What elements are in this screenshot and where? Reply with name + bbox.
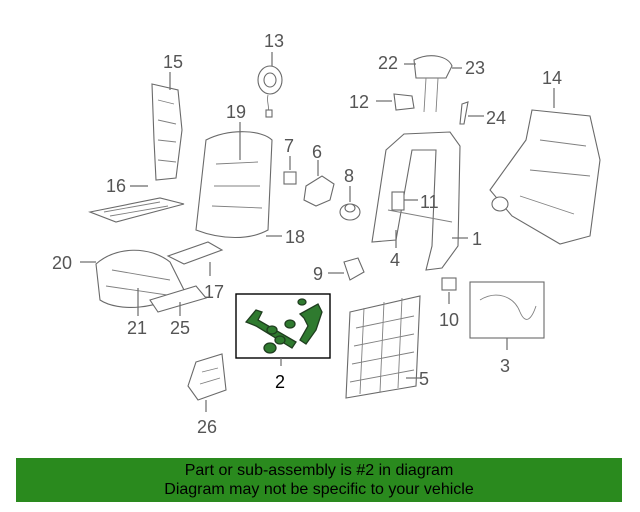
callout-5: 5: [419, 369, 429, 389]
part-2-assembly: [235, 293, 331, 366]
callout-9: 9: [313, 264, 323, 284]
callout-11: 11: [420, 192, 439, 212]
callout-25: 25: [170, 318, 190, 338]
callout-2: 2: [275, 372, 285, 392]
callout-20: 20: [52, 253, 72, 273]
part-8-drawing: [339, 186, 361, 221]
callout-6: 6: [312, 142, 322, 162]
callout-24: 24: [486, 108, 506, 128]
part-24-drawing: [459, 101, 484, 125]
callout-14: 14: [542, 68, 562, 88]
part-19-drawing: [195, 122, 273, 238]
part-16-drawing: [88, 185, 185, 223]
callout-16: 16: [106, 176, 126, 196]
banner-line-2: Diagram may not be specific to your vehi…: [164, 481, 474, 498]
info-banner: Part or sub-assembly is #2 in diagram Di…: [16, 458, 622, 502]
callout-8: 8: [344, 166, 354, 186]
part-5-drawing: [345, 295, 421, 399]
callout-21: 21: [127, 318, 147, 338]
callout-17: 17: [204, 282, 224, 302]
callout-18: 18: [285, 227, 305, 247]
part-14-drawing: [489, 88, 601, 245]
part-15-drawing: [151, 72, 183, 181]
callout-12: 12: [349, 92, 369, 112]
callout-7: 7: [284, 136, 294, 156]
callout-22: 22: [378, 53, 398, 73]
part-20-drawing: [80, 249, 185, 308]
callout-15: 15: [163, 52, 183, 72]
part-10-drawing: [441, 277, 457, 304]
callout-23: 23: [465, 58, 485, 78]
part-22-23-drawing: [404, 55, 462, 113]
part-6-drawing: [303, 160, 335, 207]
callout-26: 26: [197, 417, 217, 437]
callout-3: 3: [500, 356, 510, 376]
callout-1: 1: [472, 229, 482, 249]
part-11-drawing: [391, 191, 418, 211]
part-7-drawing: [283, 156, 297, 185]
part-17-drawing: [166, 241, 224, 276]
part-26-drawing: [187, 353, 227, 412]
part-9-drawing: [328, 257, 365, 281]
callout-4: 4: [390, 250, 400, 270]
callout-13: 13: [264, 31, 284, 51]
part-3-drawing: [469, 281, 545, 350]
callout-10: 10: [439, 310, 459, 330]
part-25-drawing: [149, 285, 207, 316]
banner-line-1: Part or sub-assembly is #2 in diagram: [184, 462, 454, 479]
part-1-drawing: [371, 131, 468, 271]
callout-19: 19: [226, 102, 246, 122]
part-13-drawing: [257, 52, 283, 118]
part-12-drawing: [376, 93, 415, 111]
